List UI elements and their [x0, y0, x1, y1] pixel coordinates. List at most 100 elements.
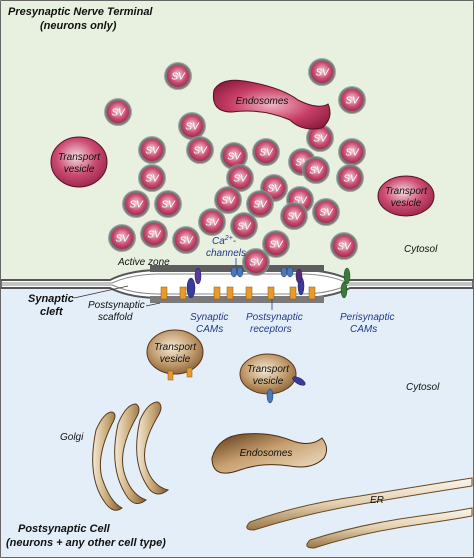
- synaptic-vesicle: SV: [230, 212, 258, 240]
- synaptic-vesicle-label: SV: [221, 196, 236, 207]
- synaptic-cleft-label-line1: Synaptic: [28, 293, 74, 305]
- synaptic-vesicle-label: SV: [171, 72, 186, 83]
- presynaptic-transport-vesicle-right: [377, 175, 435, 217]
- post-transport-vesicle-2-line2: vesicle: [253, 376, 284, 387]
- synaptic-vesicle: SV: [108, 224, 136, 252]
- active-zone-label: Active zone: [117, 257, 170, 268]
- synaptic-vesicle: SV: [140, 220, 168, 248]
- post-transport-vesicle-1-line1: Transport: [154, 342, 197, 353]
- active-zone-bar: [150, 265, 324, 272]
- synaptic-vesicle: SV: [220, 142, 248, 170]
- perisynaptic-cams-label-line2: CAMs: [350, 324, 377, 335]
- synaptic-vesicle-label: SV: [345, 96, 360, 107]
- synaptic-vesicle-label: SV: [295, 158, 310, 169]
- synaptic-vesicle-label: SV: [337, 242, 352, 253]
- vesicle-receptor: [167, 370, 174, 381]
- synaptic-vesicle: SV: [262, 230, 290, 258]
- synaptic-vesicle-label: SV: [193, 146, 208, 157]
- postsynaptic-transport-vesicle-1: [146, 329, 204, 375]
- postsynaptic-cytosol-label: Cytosol: [406, 382, 440, 393]
- postsynaptic-endosomes-label: Endosomes: [240, 448, 293, 459]
- synaptic-vesicle: SV: [338, 86, 366, 114]
- vesicle-cam: [266, 388, 274, 404]
- presynaptic-transport-vesicle-left: [50, 136, 108, 188]
- transport-vesicle-right-line2: vesicle: [391, 198, 422, 209]
- synaptic-vesicle: SV: [246, 190, 274, 218]
- synaptic-vesicle: SV: [198, 208, 226, 236]
- synaptic-vesicle-label: SV: [227, 152, 242, 163]
- synaptic-vesicle: SV: [138, 136, 166, 164]
- synaptic-vesicle-label: SV: [147, 230, 162, 241]
- synaptic-vesicle-label: SV: [205, 218, 220, 229]
- synaptic-vesicle: SV: [308, 58, 336, 86]
- transport-vesicle-right-line1: Transport: [385, 186, 428, 197]
- presynaptic-subtitle: (neurons only): [40, 20, 117, 32]
- synaptic-vesicle: SV: [336, 164, 364, 192]
- ca-channels: [230, 266, 294, 278]
- synaptic-vesicle: SV: [338, 138, 366, 166]
- postsynaptic-region: [1, 288, 473, 557]
- synaptic-cams-label-line1: Synaptic: [190, 312, 228, 323]
- postsynaptic-scaffold-label-line1: Postsynaptic: [88, 300, 145, 311]
- perisynaptic-cams: [340, 267, 351, 299]
- synaptic-vesicle: SV: [172, 226, 200, 254]
- synaptic-vesicle: SV: [252, 138, 280, 166]
- postsynaptic-scaffold-label-line2: scaffold: [98, 312, 133, 323]
- transport-vesicle-left-line2: vesicle: [64, 164, 95, 175]
- synaptic-vesicle-label: SV: [115, 234, 130, 245]
- post-transport-vesicle-1-line2: vesicle: [160, 354, 191, 365]
- synaptic-vesicle-label: SV: [111, 108, 126, 119]
- synaptic-vesicle-label: SV: [233, 174, 248, 185]
- synaptic-vesicle: SV: [104, 98, 132, 126]
- golgi: [92, 401, 170, 511]
- synaptic-vesicle-label: SV: [237, 222, 252, 233]
- perisynaptic-cams-label-line1: Perisynaptic: [340, 312, 394, 323]
- synaptic-vesicle-label: SV: [253, 200, 268, 211]
- synaptic-vesicle-label: SV: [185, 122, 200, 133]
- synaptic-vesicle-label: SV: [145, 146, 160, 157]
- presynaptic-endosomes-label: Endosomes: [236, 96, 289, 107]
- synaptic-vesicle-label: SV: [269, 240, 284, 251]
- ca-channels-label-line2: channels: [206, 248, 246, 259]
- presynaptic-title: Presynaptic Nerve Terminal: [8, 6, 153, 18]
- synaptic-vesicle: SV: [154, 190, 182, 218]
- synaptic-vesicle-label: SV: [249, 258, 264, 269]
- synaptic-vesicle-label: SV: [315, 68, 330, 79]
- presynaptic-endosome: [212, 79, 331, 130]
- synaptic-vesicle: SV: [122, 190, 150, 218]
- synaptic-vesicle-label: SV: [309, 166, 324, 177]
- synaptic-vesicle-label: SV: [287, 212, 302, 223]
- synaptic-vesicle: SV: [178, 112, 206, 140]
- postsynaptic-subtitle: (neurons + any other cell type): [6, 537, 166, 549]
- postsynaptic-title: Postsynaptic Cell: [18, 523, 111, 535]
- presynaptic-cytosol-label: Cytosol: [404, 244, 438, 255]
- synaptic-vesicle: SV: [214, 186, 242, 214]
- scaffold-pointer: [145, 302, 161, 307]
- synaptic-vesicle-label: SV: [319, 208, 334, 219]
- synaptic-vesicle-label: SV: [343, 174, 358, 185]
- receptors-label-line2: receptors: [250, 324, 292, 335]
- synaptic-vesicle: SV: [164, 62, 192, 90]
- post-transport-vesicle-2-line1: Transport: [247, 364, 290, 375]
- synaptic-vesicle-label: SV: [161, 200, 176, 211]
- synaptic-vesicle: SV: [330, 232, 358, 260]
- synaptic-vesicle-label: SV: [313, 134, 328, 145]
- presynaptic-membrane-inner: [1, 273, 473, 284]
- synaptic-vesicle: SV: [312, 198, 340, 226]
- synaptic-vesicle: SV: [226, 164, 254, 192]
- synaptic-vesicle-label: SV: [293, 196, 308, 207]
- transport-vesicle-left-line1: Transport: [58, 152, 101, 163]
- ca-channels-label-line1: Ca2+-: [212, 235, 237, 247]
- synaptic-cleft-label-line2: cleft: [40, 306, 64, 318]
- synaptic-vesicle-label: SV: [179, 236, 194, 247]
- synaptic-vesicle: SV: [242, 248, 270, 276]
- synaptic-vesicle: SV: [138, 164, 166, 192]
- synaptic-vesicle: SV: [302, 156, 330, 184]
- synaptic-cams: [186, 267, 305, 299]
- synaptic-cleft-pointer: [73, 285, 129, 299]
- synaptic-cams-label-line2: CAMs: [196, 324, 223, 335]
- synaptic-vesicle-label: SV: [145, 174, 160, 185]
